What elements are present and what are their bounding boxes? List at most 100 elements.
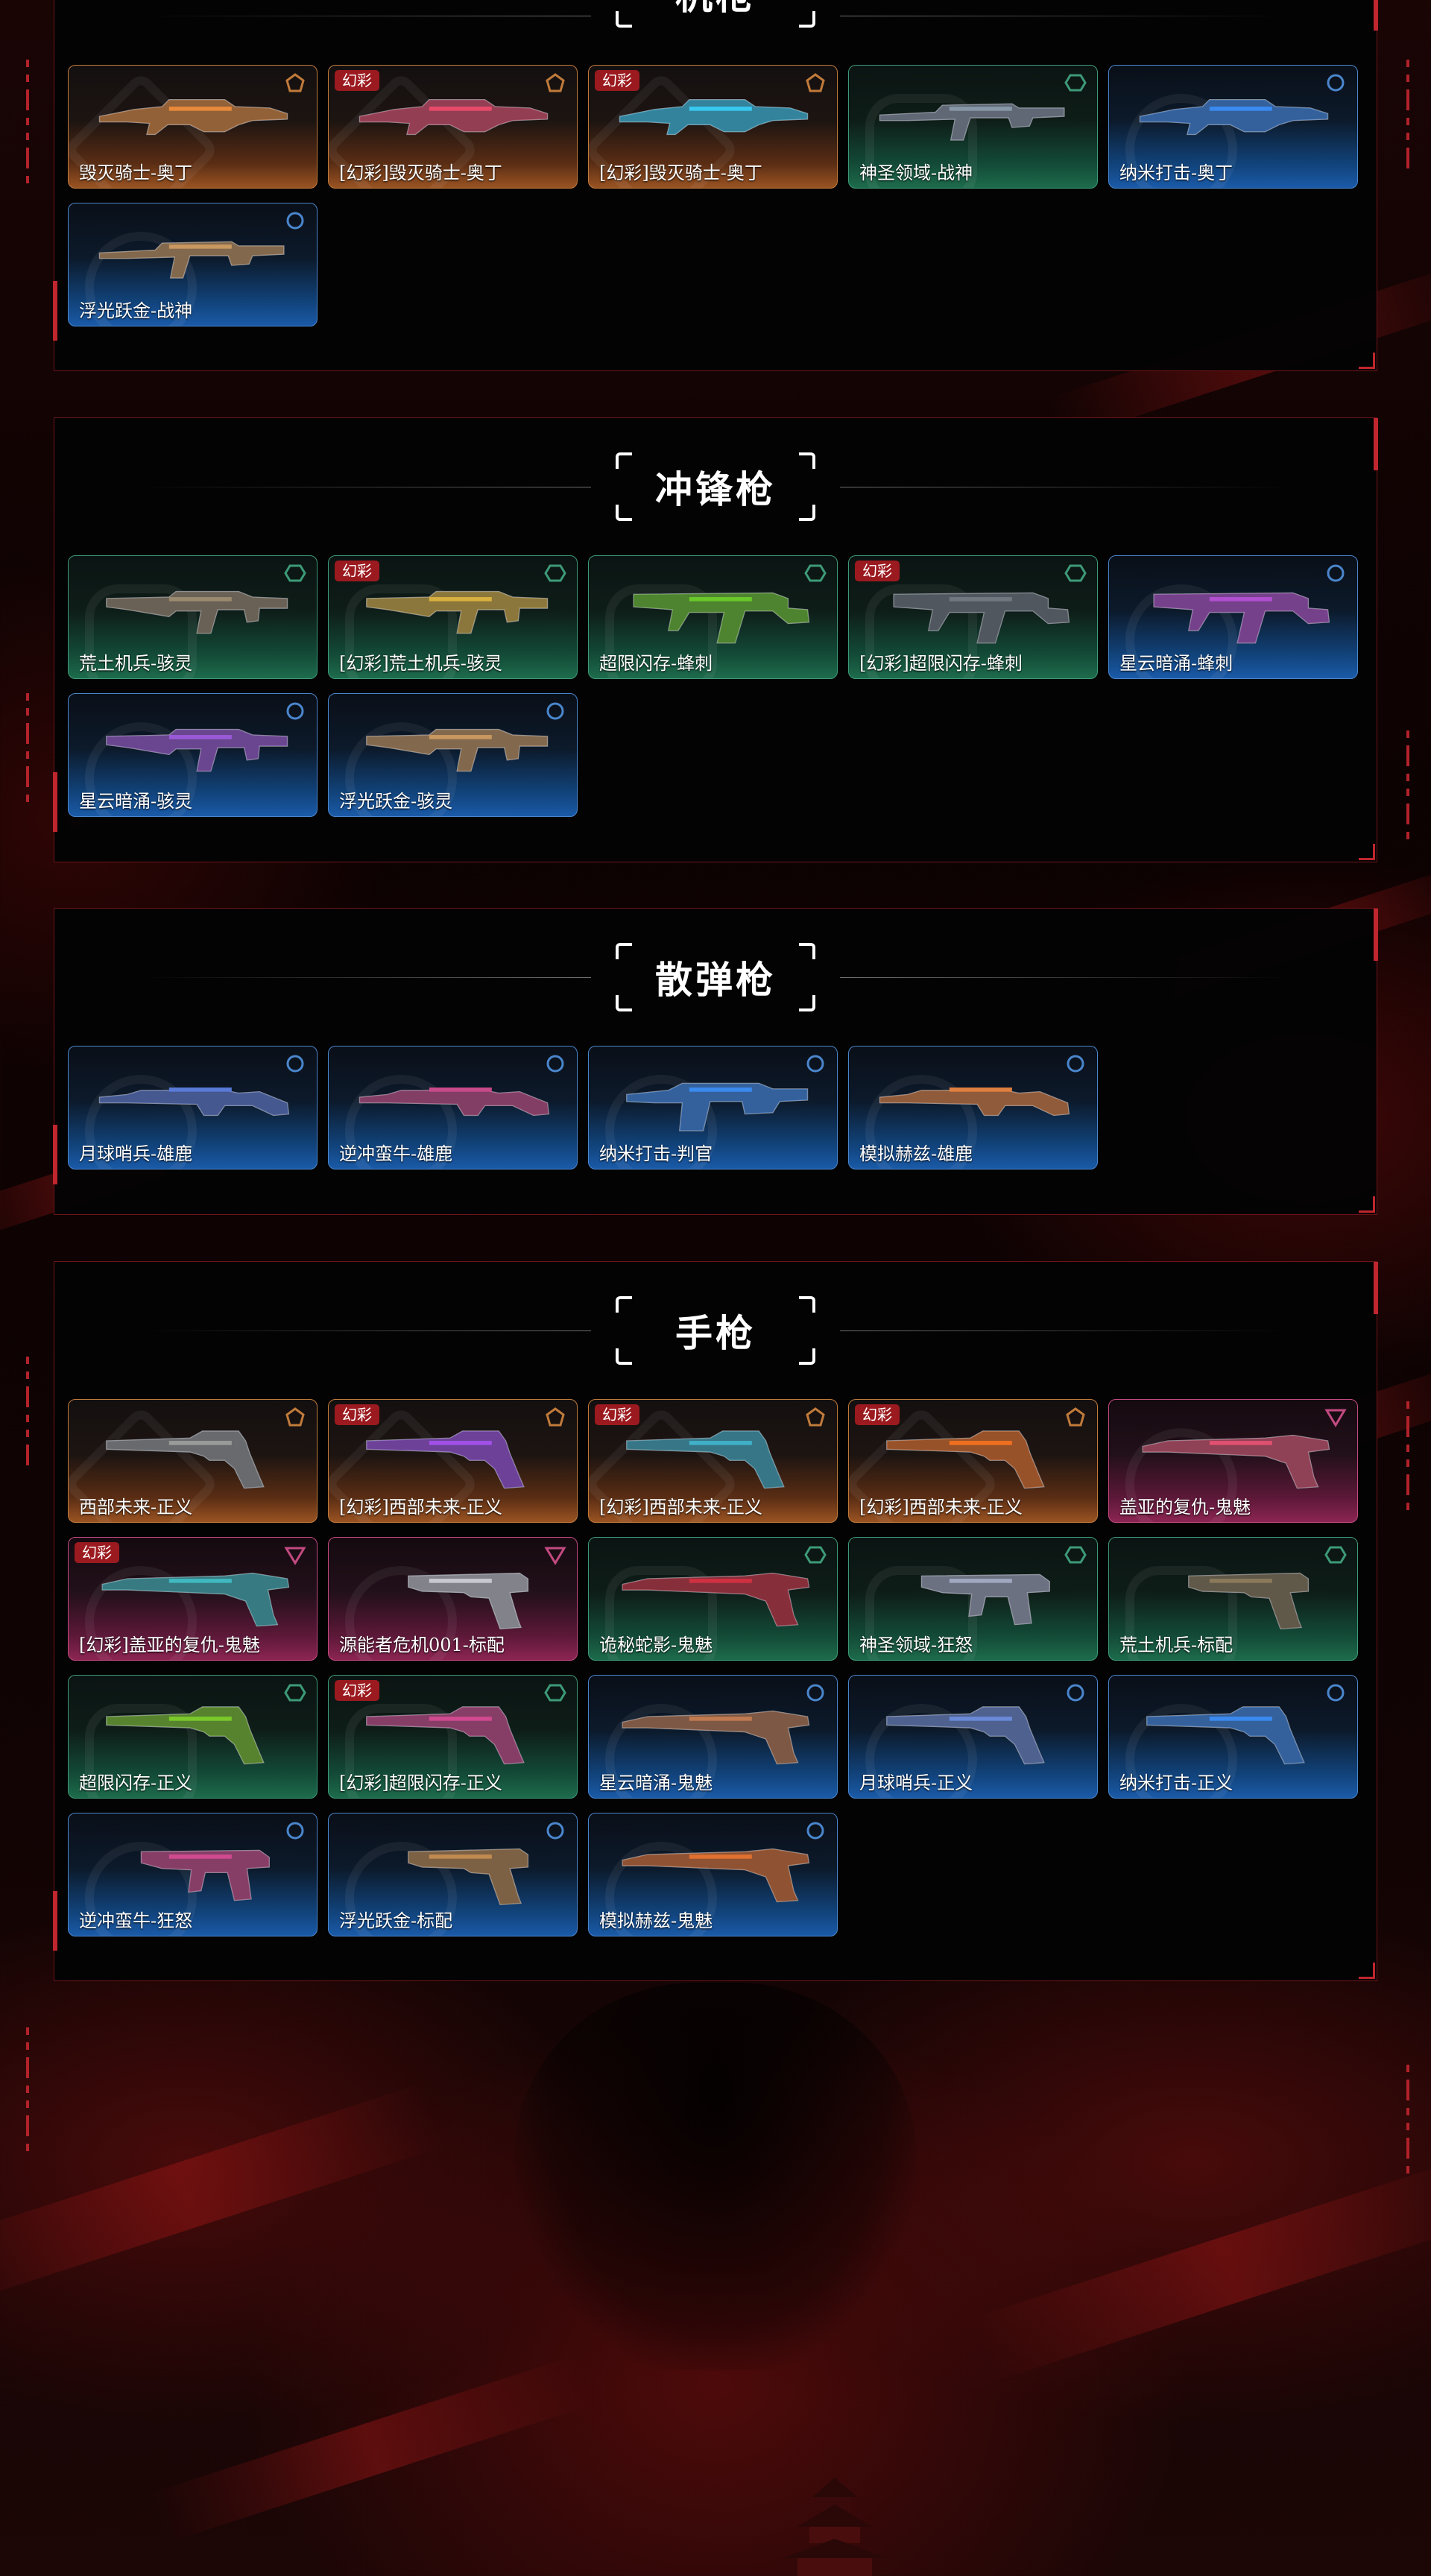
skin-card[interactable]: 纳米打击-奥丁 bbox=[1108, 65, 1358, 189]
pistol-weapon-icon bbox=[408, 1572, 529, 1630]
section-header: 手枪 bbox=[54, 1293, 1377, 1368]
circle-icon bbox=[806, 1822, 824, 1840]
skin-card[interactable]: 模拟赫兹-鬼魅 bbox=[588, 1813, 838, 1936]
panel-corner bbox=[1359, 353, 1375, 369]
skin-card[interactable]: 浮光跃金-战神 bbox=[68, 203, 318, 326]
hexagon-icon bbox=[804, 1546, 827, 1564]
header-line-left bbox=[144, 1330, 591, 1331]
skin-name: 逆冲蛮牛-雄鹿 bbox=[339, 1143, 453, 1164]
lmg-weapon-icon bbox=[98, 99, 288, 136]
circle-icon bbox=[1067, 1684, 1084, 1702]
skin-name: 纳米打击-正义 bbox=[1119, 1772, 1233, 1793]
prism-tag: 幻彩 bbox=[855, 1404, 900, 1425]
section-machine-gun: 机枪 毁灭骑士-奥丁幻彩[幻彩]毁灭骑士-奥丁幻彩[幻彩]毁灭骑士-奥丁神圣领域… bbox=[53, 0, 1378, 371]
skin-name: 神圣领域-战神 bbox=[859, 162, 973, 183]
skin-card[interactable]: 幻彩[幻彩]荒土机兵-骇灵 bbox=[328, 555, 578, 679]
hexagon-icon bbox=[804, 564, 827, 582]
skin-card[interactable]: 幻彩[幻彩]西部未来-正义 bbox=[328, 1399, 578, 1523]
skin-card[interactable]: 月球哨兵-雄鹿 bbox=[68, 1046, 318, 1169]
skin-name: 超限闪存-正义 bbox=[79, 1772, 193, 1793]
skin-card[interactable]: 逆冲蛮牛-雄鹿 bbox=[328, 1046, 578, 1169]
skin-card[interactable]: 幻彩[幻彩]西部未来-正义 bbox=[848, 1399, 1098, 1523]
skin-name: 纳米打击-奥丁 bbox=[1119, 162, 1233, 183]
skin-name: 浮光跃金-标配 bbox=[339, 1910, 453, 1931]
prism-tag: 幻彩 bbox=[335, 1404, 379, 1425]
blade-weapon-icon bbox=[101, 1572, 290, 1627]
skin-card[interactable]: 幻彩[幻彩]毁灭骑士-奥丁 bbox=[588, 65, 838, 189]
skin-name: [幻彩]毁灭骑士-奥丁 bbox=[599, 162, 762, 183]
hexagon-icon bbox=[544, 564, 566, 582]
skin-card[interactable]: 逆冲蛮牛-狂怒 bbox=[68, 1813, 318, 1936]
pentagon-icon bbox=[1066, 1407, 1085, 1427]
blade-weapon-icon bbox=[622, 1572, 810, 1627]
bg-brush-stroke bbox=[151, 2355, 594, 2542]
circle-icon bbox=[286, 1055, 304, 1073]
prism-tag: 幻彩 bbox=[335, 70, 379, 91]
circle-icon bbox=[546, 1055, 564, 1073]
skin-card[interactable]: 星云暗涌-骇灵 bbox=[68, 693, 318, 817]
circle-icon bbox=[806, 1684, 824, 1702]
skin-card[interactable]: 星云暗涌-蜂刺 bbox=[1108, 555, 1358, 679]
skin-card[interactable]: 荒土机兵-骇灵 bbox=[68, 555, 318, 679]
panel-corner bbox=[1359, 1196, 1375, 1213]
skin-card[interactable]: 月球哨兵-正义 bbox=[848, 1675, 1098, 1799]
blade-weapon-icon bbox=[622, 1710, 810, 1765]
header-line-right bbox=[840, 977, 1287, 978]
hexagon-icon bbox=[544, 1684, 566, 1702]
side-tick-decoration bbox=[1403, 60, 1413, 176]
header-line-left bbox=[144, 977, 591, 978]
triangle-icon bbox=[1324, 1409, 1347, 1427]
revolver-weapon-icon bbox=[366, 1706, 525, 1765]
skin-card[interactable]: 诡秘蛇影-鬼魅 bbox=[588, 1537, 838, 1661]
shotgun-weapon-icon bbox=[879, 1087, 1070, 1117]
skin-name: [幻彩]荒土机兵-骇灵 bbox=[339, 653, 502, 674]
pentagon-icon bbox=[546, 73, 565, 92]
section-shotgun: 散弹枪 月球哨兵-雄鹿逆冲蛮牛-雄鹿 纳米打击-判官模拟赫兹-雄鹿 bbox=[53, 908, 1378, 1215]
rifle-weapon-icon bbox=[98, 241, 285, 279]
skin-name: 荒土机兵-骇灵 bbox=[79, 653, 193, 674]
revolver-weapon-icon bbox=[886, 1430, 1045, 1489]
skin-card[interactable]: 盖亚的复仇-鬼魅 bbox=[1108, 1399, 1358, 1523]
skin-card[interactable]: 源能者危机001-标配 bbox=[328, 1537, 578, 1661]
skin-card[interactable]: 浮光跃金-标配 bbox=[328, 1813, 578, 1936]
circle-icon bbox=[546, 1822, 564, 1840]
skin-card[interactable]: 模拟赫兹-雄鹿 bbox=[848, 1046, 1098, 1169]
skin-card[interactable]: 幻彩[幻彩]盖亚的复仇-鬼魅 bbox=[68, 1537, 318, 1661]
skin-card[interactable]: 超限闪存-正义 bbox=[68, 1675, 318, 1799]
revolver-weapon-icon bbox=[366, 1430, 525, 1489]
rarity-watermark bbox=[1125, 1566, 1237, 1660]
skin-card[interactable]: 超限闪存-蜂刺 bbox=[588, 555, 838, 679]
revolver-weapon-icon bbox=[626, 1430, 785, 1489]
skin-card[interactable]: 毁灭骑士-奥丁 bbox=[68, 65, 318, 189]
skin-card[interactable]: 纳米打击-正义 bbox=[1108, 1675, 1358, 1799]
skin-card[interactable]: 神圣领域-狂怒 bbox=[848, 1537, 1098, 1661]
revolver-weapon-icon bbox=[1146, 1706, 1305, 1765]
skin-name: [幻彩]超限闪存-蜂刺 bbox=[859, 653, 1023, 674]
skin-card[interactable]: 纳米打击-判官 bbox=[588, 1046, 838, 1169]
prism-tag: 幻彩 bbox=[595, 1404, 639, 1425]
skin-card[interactable]: 神圣领域-战神 bbox=[848, 65, 1098, 189]
skin-card[interactable]: 幻彩[幻彩]超限闪存-正义 bbox=[328, 1675, 578, 1799]
skin-name: 星云暗涌-蜂刺 bbox=[1119, 653, 1233, 674]
skin-card[interactable]: 幻彩[幻彩]毁灭骑士-奥丁 bbox=[328, 65, 578, 189]
smg-weapon-icon bbox=[366, 728, 549, 772]
skin-card[interactable]: 星云暗涌-鬼魅 bbox=[588, 1675, 838, 1799]
section-header: 机枪 bbox=[54, 0, 1377, 53]
skin-card[interactable]: 荒土机兵-标配 bbox=[1108, 1537, 1358, 1661]
skin-card[interactable]: 浮光跃金-骇灵 bbox=[328, 693, 578, 817]
skin-name: 星云暗涌-鬼魅 bbox=[599, 1772, 713, 1793]
skin-name: [幻彩]盖亚的复仇-鬼魅 bbox=[79, 1635, 260, 1655]
lmg-weapon-icon bbox=[1139, 99, 1329, 136]
skin-card[interactable]: 幻彩[幻彩]超限闪存-蜂刺 bbox=[848, 555, 1098, 679]
circle-icon bbox=[1327, 564, 1345, 582]
skin-name: 诡秘蛇影-鬼魅 bbox=[599, 1635, 713, 1655]
skin-name: [幻彩]超限闪存-正义 bbox=[339, 1772, 502, 1793]
skin-card[interactable]: 西部未来-正义 bbox=[68, 1399, 318, 1523]
section-title-frame: 散弹枪 bbox=[614, 940, 817, 1014]
revolver-weapon-icon bbox=[106, 1706, 265, 1765]
machinepistol-weapon-icon bbox=[140, 1849, 270, 1901]
shotgun-weapon-icon bbox=[98, 1087, 290, 1117]
side-tick-decoration bbox=[1403, 2065, 1413, 2181]
skin-card[interactable]: 幻彩[幻彩]西部未来-正义 bbox=[588, 1399, 838, 1523]
skin-name: 源能者危机001-标配 bbox=[339, 1635, 505, 1655]
